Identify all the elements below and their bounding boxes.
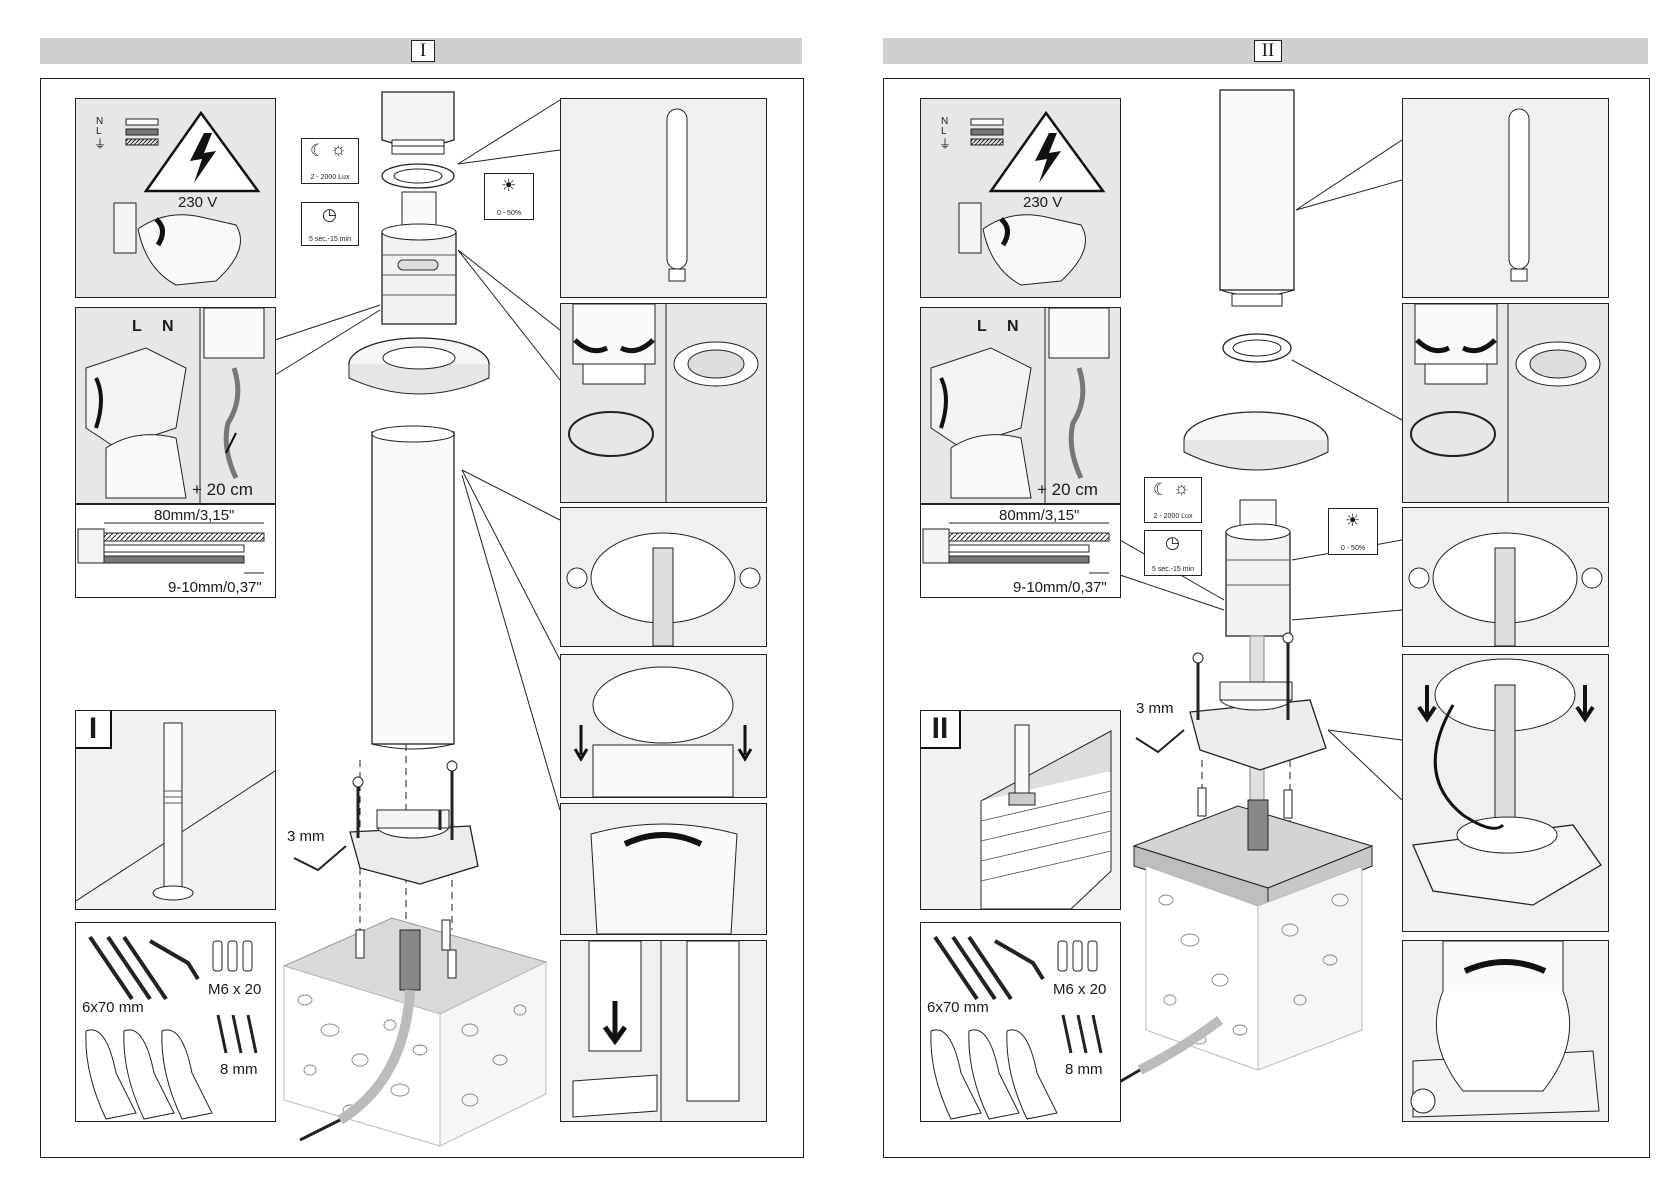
clip-panel-2 [560, 654, 767, 798]
screw-size-label: 6x70 mm [82, 999, 144, 1016]
thread-screw-panel [1402, 303, 1609, 503]
light-bulb-icon: ☀ [1345, 511, 1360, 531]
high-voltage-warning-icon [146, 113, 258, 191]
moon-icon: ☾ [1153, 480, 1168, 500]
plug-size-label: 8 mm [1065, 1061, 1103, 1078]
lux-range-label: 2 - 2000 Lux [302, 174, 358, 181]
lux-range-label: 2 - 2000 Lux [1145, 513, 1201, 520]
timer-range-label: 5 sec.-15 min [302, 236, 358, 243]
cable-extra-length-label: + 20 cm [192, 480, 253, 500]
sun-icon: ☼ [330, 139, 347, 160]
dimming-badge: ☀ 0 - 50% [1328, 508, 1378, 555]
light-sensor-badge: ☾ ☼ 2 - 2000 Lux [1144, 477, 1202, 523]
timer-range-label: 5 sec.-15 min [1145, 566, 1201, 573]
page-1: I [0, 0, 840, 1189]
strip-length-short-label: 9-10mm/0,37" [168, 579, 262, 596]
clock-icon: ◷ [322, 205, 337, 225]
timer-badge: ◷ 5 sec.-15 min [1144, 530, 1202, 576]
installed-lamp-panel: I [75, 710, 276, 910]
dimming-badge: ☀ 0 - 50% [484, 173, 534, 220]
bolt-size-label: M6 x 20 [1053, 981, 1106, 998]
light-sensor-badge: ☾ ☼ 2 - 2000 Lux [301, 138, 359, 184]
insert-tube-panel [560, 940, 767, 1122]
page-2: II [840, 0, 1679, 1189]
rotate-panel [560, 803, 767, 935]
moon-icon: ☾ [310, 141, 325, 161]
plug-size-label: 8 mm [220, 1061, 258, 1078]
variant-ii-marker: II [921, 711, 961, 749]
light-bulb-icon: ☀ [501, 176, 516, 196]
hardware-kit-panel: 6x70 mm M6 x 20 8 mm [920, 922, 1121, 1122]
terminal-n-label: N [162, 318, 174, 336]
wire-strip-panel: 80mm/3,15" 9-10mm/0,37" [920, 504, 1121, 598]
rotate-panel [1402, 940, 1609, 1122]
voltage-label: 230 V [178, 194, 217, 211]
allen-key-size-label: 3 mm [1136, 700, 1174, 717]
allen-key-size-label: 3 mm [287, 828, 325, 845]
clock-icon: ◷ [1165, 533, 1180, 553]
high-voltage-warning-icon [991, 113, 1103, 191]
power-off-panel: 230 V N L ⏚ [920, 98, 1121, 298]
terminal-l-label: L [132, 318, 142, 336]
base-connection-panel [1402, 654, 1609, 932]
dim-range-label: 0 - 50% [485, 210, 533, 217]
cable-extra-length-label: + 20 cm [1037, 480, 1098, 500]
bulb-panel [1402, 98, 1609, 298]
wire-strip-panel: 80mm/3,15" 9-10mm/0,37" [75, 504, 276, 598]
wire-legend-earth: ⏚ [939, 135, 951, 152]
screw-size-label: 6x70 mm [927, 999, 989, 1016]
wiring-terminal-panel: L N + 20 cm [75, 307, 276, 504]
clip-panel-1 [1402, 507, 1609, 647]
power-off-panel: 230 V N L ⏚ [75, 98, 276, 298]
strip-length-long-label: 80mm/3,15" [154, 507, 234, 524]
terminal-l-label: L [977, 318, 987, 336]
voltage-label: 230 V [1023, 194, 1062, 211]
variant-i-marker: I [76, 711, 112, 749]
installed-lamp-panel: II [920, 710, 1121, 910]
timer-badge: ◷ 5 sec.-15 min [301, 202, 359, 246]
hardware-kit-panel: 6x70 mm M6 x 20 8 mm [75, 922, 276, 1122]
clip-panel-1 [560, 507, 767, 647]
dim-range-label: 0 - 50% [1329, 545, 1377, 552]
strip-length-short-label: 9-10mm/0,37" [1013, 579, 1107, 596]
wire-legend-earth: ⏚ [94, 135, 106, 152]
wiring-terminal-panel: L N + 20 cm [920, 307, 1121, 504]
bulb-panel [560, 98, 767, 298]
strip-length-long-label: 80mm/3,15" [999, 507, 1079, 524]
thread-screw-panel [560, 303, 767, 503]
bolt-size-label: M6 x 20 [208, 981, 261, 998]
sun-icon: ☼ [1173, 478, 1190, 499]
terminal-n-label: N [1007, 318, 1019, 336]
